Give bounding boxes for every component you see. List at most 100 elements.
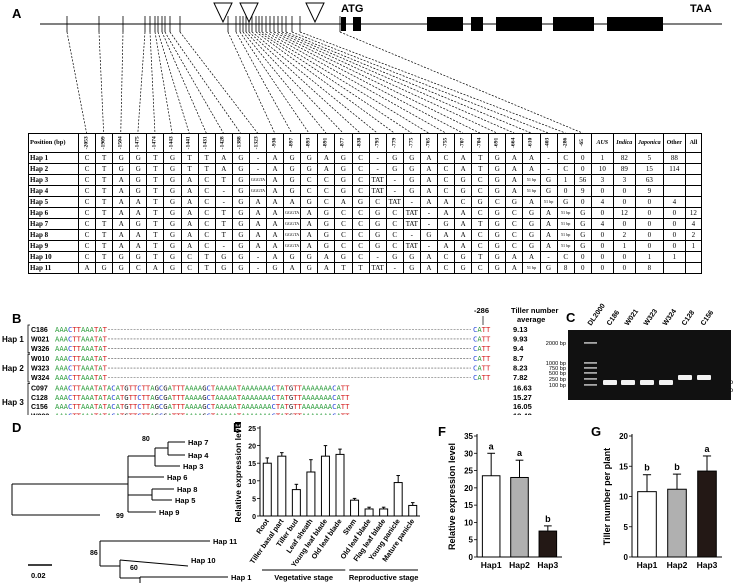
connector-line — [281, 31, 515, 134]
table-cell: A — [180, 185, 199, 197]
position-cell: -610 — [522, 133, 541, 153]
table-cell: T — [214, 174, 233, 186]
table-cell: C — [300, 185, 319, 197]
table-cell: - — [539, 152, 558, 164]
table-cell: GGGTA — [283, 240, 302, 252]
table-cell: TAT — [402, 218, 421, 230]
ladder-label: 500 bp — [549, 371, 566, 377]
table-cell: 0 — [573, 163, 592, 175]
table-cell: 51 bp — [522, 185, 541, 197]
lane-label: W021 — [624, 308, 640, 327]
connector-line — [161, 31, 207, 134]
table-cell: A — [129, 207, 148, 219]
table-cell: G — [163, 262, 182, 274]
haplotype-name: Hap 2 — [28, 163, 79, 175]
sample-id: W326 — [31, 346, 49, 353]
sequence: AAACTTAAATAT — [55, 364, 108, 373]
table-cell: G — [112, 163, 131, 175]
connector-line — [235, 31, 293, 134]
table-cell: C — [436, 174, 456, 186]
table-cell: 4 — [590, 218, 614, 230]
table-cell: A — [112, 185, 131, 197]
table-cell: A — [214, 152, 233, 164]
table-cell: 1 — [684, 240, 703, 252]
sequence: AAACTTAAATAT — [55, 354, 108, 363]
atg-label: ATG — [341, 3, 363, 15]
table-cell: A — [112, 218, 131, 230]
table-cell: G — [402, 163, 421, 175]
table-cell: G — [112, 152, 131, 164]
table-cell: G — [471, 196, 490, 208]
table-cell: C — [471, 229, 490, 241]
table-cell: A — [266, 240, 285, 252]
table-cell: C — [436, 251, 456, 263]
table-cell: C — [385, 207, 404, 219]
table-cell: - — [385, 185, 404, 197]
exon-blocks — [341, 17, 663, 31]
table-cell: C — [197, 240, 216, 252]
table-cell: 0 — [612, 218, 636, 230]
bar — [393, 482, 403, 517]
table-cell — [684, 174, 703, 186]
table-cell: G — [488, 262, 507, 274]
table-cell: G — [488, 218, 507, 230]
table-cell: TAT — [368, 185, 387, 197]
tree-leaf-label: Hap 5 — [175, 496, 195, 505]
table-cell: T — [334, 262, 353, 274]
position-cell: -1475 — [129, 133, 148, 153]
table-cell: G — [522, 218, 541, 230]
position-cell: -755 — [436, 133, 456, 153]
table-cell: GGGTA — [283, 218, 302, 230]
table-cell: A — [454, 240, 473, 252]
table-cell: G — [402, 174, 421, 186]
table-cell: A — [419, 163, 438, 175]
position-cell: -891 — [317, 133, 336, 153]
tree-leaf-label: Hap 4 — [188, 451, 209, 460]
position-cell: -1441 — [180, 133, 199, 153]
table-cell: - — [539, 163, 558, 175]
table-cell: T — [95, 185, 114, 197]
sample-id: C097 — [31, 385, 48, 392]
table-cell: G — [436, 218, 456, 230]
table-cell: G — [163, 240, 182, 252]
table-cell: C — [77, 229, 97, 241]
table-cell: C — [334, 218, 353, 230]
table-cell: G — [231, 229, 250, 241]
lane-label: DL2000 — [587, 303, 607, 328]
stage-label: Vegetative stage — [274, 573, 333, 582]
table-cell: 9 — [634, 185, 664, 197]
table-cell: - — [214, 240, 233, 252]
bar — [335, 453, 345, 517]
stage-label: Reproductive stage — [349, 573, 419, 582]
table-cell: A — [522, 251, 541, 263]
table-cell: G — [283, 185, 302, 197]
table-cell: A — [522, 152, 541, 164]
table-cell: A — [317, 163, 336, 175]
table-cell: G — [129, 251, 148, 263]
connector-line — [242, 31, 327, 134]
table-cell: 0 — [612, 262, 636, 274]
connector-line — [98, 31, 104, 134]
table-cell: 12 — [684, 207, 703, 219]
x-tick-label: Leaf sheath — [284, 517, 314, 555]
table-cell: A — [539, 207, 558, 219]
connector-line — [277, 31, 498, 134]
table-cell: C — [351, 229, 370, 241]
haplotype-table: Position (bp)-2053-1909-1504-1475-1474-1… — [28, 133, 703, 274]
haplotype-name: Hap 7 — [28, 218, 79, 230]
table-cell: G — [129, 163, 148, 175]
x-tick-label: Tiller bud — [274, 517, 300, 549]
group-label: Hap 3 — [2, 398, 24, 407]
table-cell: A — [266, 152, 285, 164]
table-cell: TAT — [368, 262, 387, 274]
table-cell: 9 — [573, 185, 592, 197]
sequence: AAACTTAAATATACATGTTCTTAGCGATTTAAAAGCTAAA… — [55, 412, 350, 415]
table-cell: C — [197, 229, 216, 241]
table-cell: A — [248, 218, 268, 230]
connector-line — [66, 31, 87, 134]
table-cell: A — [419, 174, 438, 186]
table-cell: A — [522, 163, 541, 175]
